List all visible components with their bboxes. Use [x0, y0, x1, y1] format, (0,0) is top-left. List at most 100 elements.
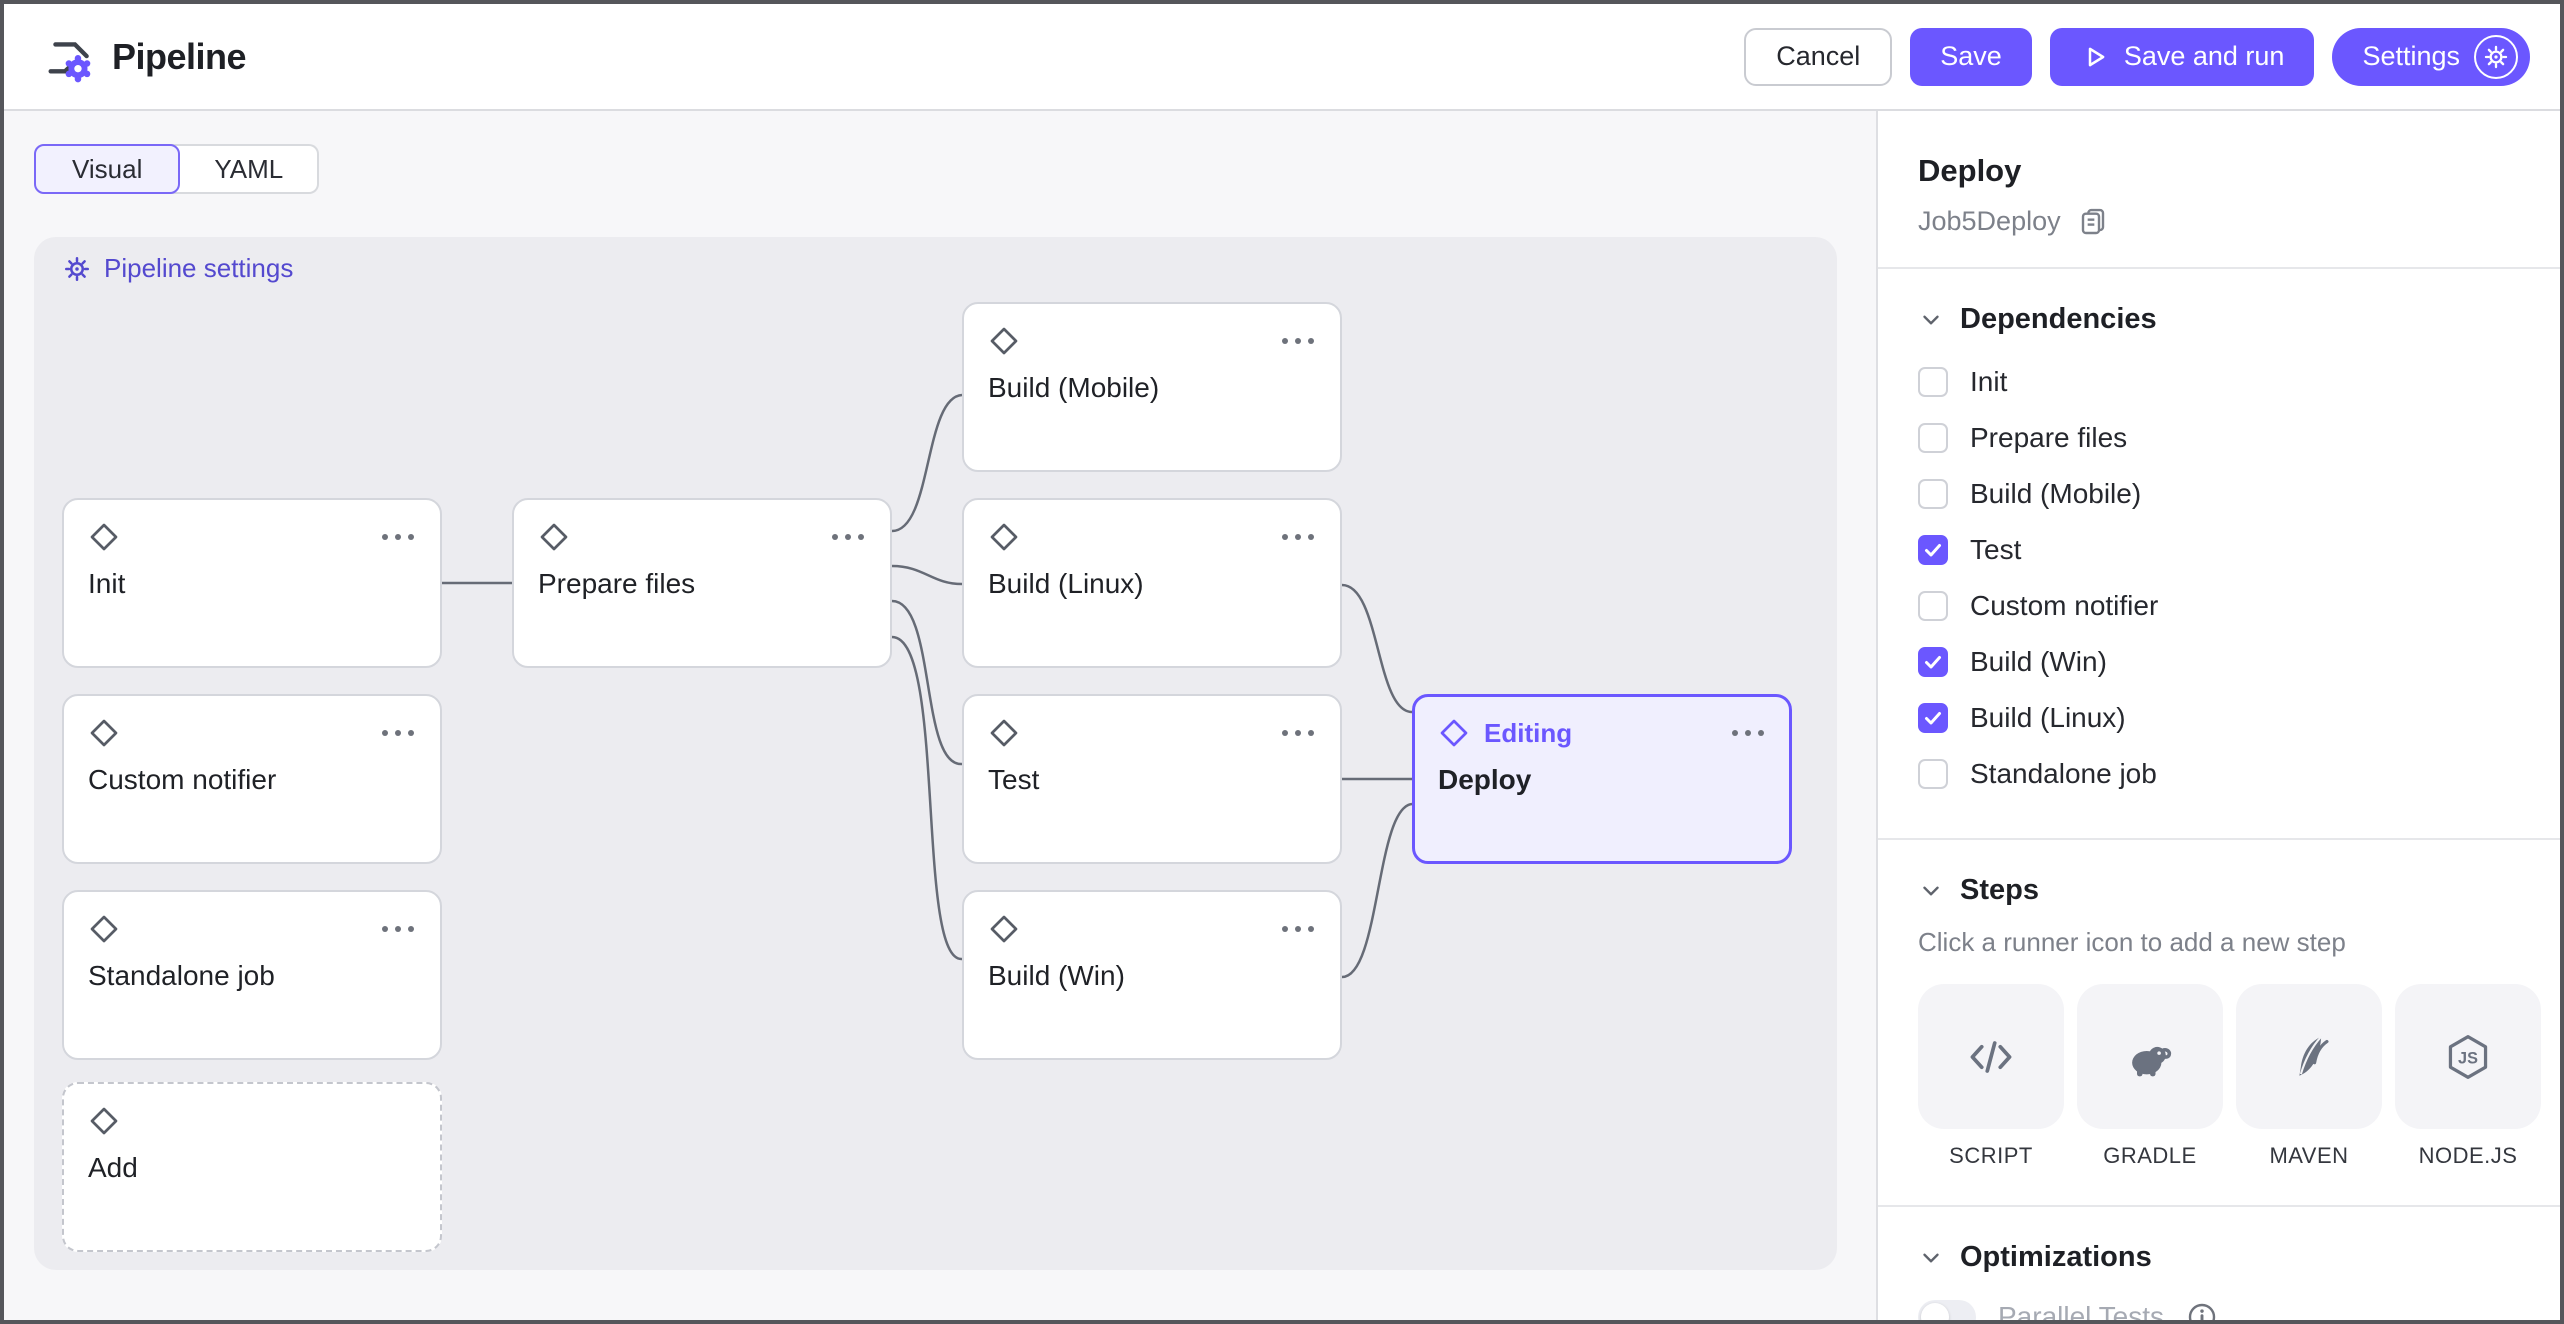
runner-tile[interactable] [2077, 984, 2223, 1129]
maven-icon [2283, 1031, 2335, 1083]
runner-label: GRADLE [2103, 1143, 2197, 1168]
optimizations-section-header[interactable]: Optimizations [1918, 1241, 2520, 1274]
pipeline-logo-icon [42, 31, 94, 83]
runner-gradle[interactable]: GRADLE [2077, 984, 2223, 1169]
dependency-label: Build (Mobile) [1970, 478, 2142, 509]
dependency-checkbox-prepare-files[interactable]: Prepare files [1918, 410, 2520, 466]
node-label: Standalone job [88, 960, 275, 991]
dependency-label: Build (Win) [1970, 646, 2107, 677]
runner-tile[interactable]: JS [2395, 984, 2541, 1129]
dependency-checkbox-custom-notifier[interactable]: Custom notifier [1918, 578, 2520, 634]
dependency-checkbox-build-mobile[interactable]: Build (Mobile) [1918, 466, 2520, 522]
nodejs-icon: JS [2442, 1031, 2494, 1083]
sidebar-header: Deploy Job5Deploy [1878, 111, 2560, 269]
unchecked-checkbox-icon [1918, 423, 1948, 453]
cancel-button[interactable]: Cancel [1744, 27, 1893, 86]
unchecked-checkbox-icon [1918, 591, 1948, 621]
copy-icon[interactable] [2077, 205, 2109, 237]
edge-build-linux-to-deploy [1341, 583, 1413, 714]
pipeline-settings-link[interactable]: Pipeline settings [62, 253, 293, 284]
pipeline-node-custom-notifier[interactable]: Custom notifier [62, 694, 442, 864]
node-label: Init [88, 568, 126, 599]
job-details-sidebar: Deploy Job5Deploy Dependencies [1876, 111, 2560, 1320]
dependency-label: Build (Linux) [1970, 702, 2126, 733]
job-diamond-icon [1438, 717, 1470, 749]
checked-checkbox-icon [1918, 647, 1948, 677]
pipeline-node-build-mobile[interactable]: Build (Mobile) [962, 302, 1342, 472]
chevron-down-icon [1918, 1245, 1944, 1271]
pipeline-node-test[interactable]: Test [962, 694, 1342, 864]
steps-hint: Click a runner icon to add a new step [1918, 927, 2346, 957]
editing-badge: Editing [1484, 717, 1573, 748]
dependency-checkbox-init[interactable]: Init [1918, 354, 2520, 410]
job-diamond-icon [988, 325, 1020, 357]
node-label: Deploy [1438, 764, 1532, 795]
chevron-down-icon [1918, 878, 1944, 904]
play-icon [2080, 42, 2110, 72]
pipeline-node-build-win[interactable]: Build (Win) [962, 890, 1342, 1060]
pipeline-node-add[interactable]: Add [62, 1082, 442, 1252]
runner-label: NODE.JS [2418, 1143, 2518, 1168]
parallel-tests-toggle[interactable] [1918, 1300, 1976, 1320]
save-button[interactable]: Save [1910, 27, 2032, 86]
job-diamond-icon [88, 717, 120, 749]
steps-section: Steps Click a runner icon to add a new s… [1878, 840, 2560, 1207]
node-label: Test [988, 764, 1040, 795]
parallel-tests-label: Parallel Tests [1998, 1301, 2165, 1320]
node-menu-button[interactable] [1280, 332, 1316, 350]
node-menu-button[interactable] [830, 528, 866, 546]
header: Pipeline Cancel Save Save and run Settin… [4, 4, 2560, 111]
node-menu-button[interactable] [1730, 724, 1766, 742]
node-label: Prepare files [538, 568, 696, 599]
dependency-label: Prepare files [1970, 422, 2128, 453]
dependency-checkbox-test[interactable]: Test [1918, 522, 2520, 578]
tab-visual[interactable]: Visual [34, 144, 181, 194]
runner-script[interactable]: SCRIPT [1918, 984, 2064, 1169]
gear-icon [62, 254, 92, 284]
steps-section-header[interactable]: Steps [1918, 874, 2520, 907]
runner-maven[interactable]: MAVEN [2236, 984, 2382, 1169]
runner-tile[interactable] [2236, 984, 2382, 1129]
dependency-checkbox-standalone-job[interactable]: Standalone job [1918, 746, 2520, 802]
tab-yaml[interactable]: YAML [170, 144, 320, 194]
node-label: Build (Win) [988, 960, 1125, 991]
save-and-run-button[interactable]: Save and run [2049, 27, 2315, 86]
job-diamond-icon [988, 717, 1020, 749]
runner-label: MAVEN [2269, 1143, 2349, 1168]
pipeline-node-prepare-files[interactable]: Prepare files [512, 498, 892, 668]
node-menu-button[interactable] [1280, 724, 1316, 742]
job-diamond-icon [88, 521, 120, 553]
dependency-checkbox-build-linux[interactable]: Build (Linux) [1918, 690, 2520, 746]
runner-label: SCRIPT [1949, 1143, 2033, 1168]
runner-tile[interactable] [1918, 984, 2064, 1129]
node-menu-button[interactable] [380, 528, 416, 546]
node-menu-button[interactable] [1280, 920, 1316, 938]
node-menu-button[interactable] [1280, 528, 1316, 546]
page-title: Pipeline [112, 35, 247, 77]
dependency-label: Init [1970, 366, 2008, 397]
edge-prepare-files-to-build-mobile [891, 393, 963, 533]
pipeline-node-init[interactable]: Init [62, 498, 442, 668]
settings-button[interactable]: Settings [2332, 27, 2530, 86]
gear-icon [2474, 34, 2518, 79]
script-icon [1965, 1031, 2017, 1083]
gradle-icon [2124, 1031, 2176, 1083]
dependency-checkbox-build-win[interactable]: Build (Win) [1918, 634, 2520, 690]
optimizations-section: Optimizations Parallel Tests [1878, 1207, 2560, 1320]
pipeline-node-build-linux[interactable]: Build (Linux) [962, 498, 1342, 668]
pipeline-node-standalone-job[interactable]: Standalone job [62, 890, 442, 1060]
node-menu-button[interactable] [380, 724, 416, 742]
svg-text:JS: JS [2458, 1049, 2478, 1067]
node-menu-button[interactable] [380, 920, 416, 938]
dependencies-section-header[interactable]: Dependencies [1918, 303, 2520, 336]
info-icon[interactable] [2186, 1301, 2218, 1320]
job-diamond-icon [538, 521, 570, 553]
runner-node-js[interactable]: JS NODE.JS [2395, 984, 2541, 1169]
job-diamond-icon [88, 913, 120, 945]
header-actions: Cancel Save Save and run Settings [1744, 27, 2530, 86]
pipeline-edges [442, 393, 1413, 979]
